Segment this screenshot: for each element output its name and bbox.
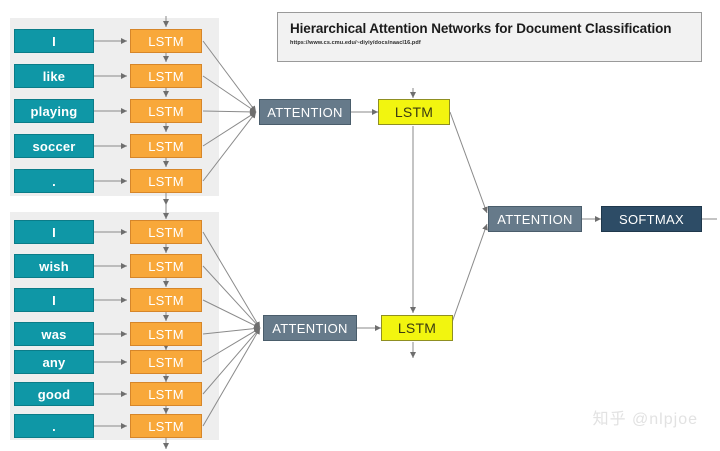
softmax-box: SOFTMAX <box>601 206 702 232</box>
document-attention-box: ATTENTION <box>488 206 582 232</box>
word-box: any <box>14 350 94 374</box>
word-box: . <box>14 414 94 438</box>
word-box: wish <box>14 254 94 278</box>
word-lstm-box: LSTM <box>130 288 202 312</box>
word-box: playing <box>14 99 94 123</box>
word-box: was <box>14 322 94 346</box>
watermark: 知乎 @nlpjoe <box>592 411 698 428</box>
word-lstm-box: LSTM <box>130 99 202 123</box>
word-lstm-box: LSTM <box>130 350 202 374</box>
paper-url: https://www.cs.cmu.edu/~diyiy/docs/naacl… <box>290 39 421 46</box>
word-box: I <box>14 288 94 312</box>
sentence-lstm-box: LSTM <box>381 315 453 341</box>
word-lstm-box: LSTM <box>130 220 202 244</box>
word-box: like <box>14 64 94 88</box>
word-lstm-box: LSTM <box>130 322 202 346</box>
word-lstm-box: LSTM <box>130 382 202 406</box>
word-box: soccer <box>14 134 94 158</box>
sentence-lstm-box: LSTM <box>378 99 450 125</box>
word-box: I <box>14 29 94 53</box>
word-lstm-box: LSTM <box>130 254 202 278</box>
word-lstm-box: LSTM <box>130 29 202 53</box>
word-lstm-box: LSTM <box>130 134 202 158</box>
word-box: I <box>14 220 94 244</box>
word-attention-box: ATTENTION <box>263 315 357 341</box>
word-lstm-box: LSTM <box>130 64 202 88</box>
word-attention-box: ATTENTION <box>259 99 351 125</box>
word-lstm-box: LSTM <box>130 169 202 193</box>
word-box: . <box>14 169 94 193</box>
word-lstm-box: LSTM <box>130 414 202 438</box>
word-box: good <box>14 382 94 406</box>
paper-title-card: Hierarchical Attention Networks for Docu… <box>277 12 702 62</box>
paper-title: Hierarchical Attention Networks for Docu… <box>290 21 672 36</box>
